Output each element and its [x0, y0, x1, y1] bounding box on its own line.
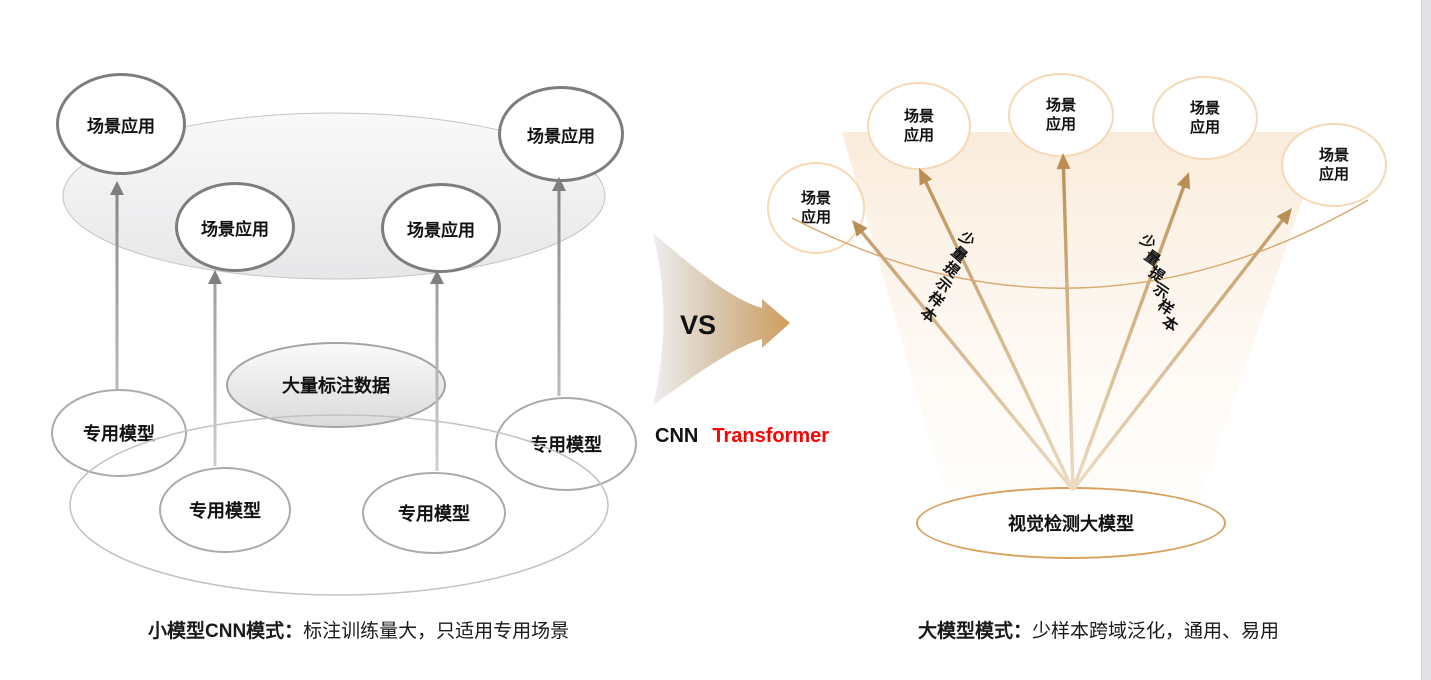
special-model-node: 专用模型 — [495, 397, 637, 491]
special-model-node: 专用模型 — [362, 472, 506, 554]
cnn-label: CNN — [655, 425, 699, 447]
scene-app-node: 场景应用 — [175, 182, 295, 272]
scene-app-node: 场景应用 — [381, 183, 501, 273]
few-shot-samples-label: 少量提示样本 — [1136, 230, 1181, 336]
special-model-label: 专用模型 — [530, 435, 602, 455]
scene-app-node: 场景应用 — [56, 73, 186, 175]
scene-app-label: 场景应用 — [527, 126, 595, 146]
scene-app-line1: 场景 — [903, 108, 934, 125]
right-caption: 大模型模式：少样本跨域泛化，通用、易用 — [918, 616, 1279, 643]
special-model-label: 专用模型 — [398, 504, 470, 524]
labeled-data-text: 大量标注数据 — [282, 376, 390, 396]
big-model-node: 视觉检测大模型 — [916, 487, 1226, 559]
model-comparison-row: CNN Transformer — [655, 425, 829, 448]
scene-app-node-right: 场景 应用 — [867, 82, 971, 170]
scene-app-line2: 应用 — [903, 127, 934, 144]
special-model-node: 专用模型 — [51, 389, 187, 477]
special-model-node: 专用模型 — [159, 467, 291, 553]
right-caption-text: 少样本跨域泛化，通用、易用 — [1032, 621, 1280, 642]
left-caption: 小模型CNN模式：标注训练量大，只适用专用场景 — [148, 616, 569, 643]
scene-app-label: 场景应用 — [407, 220, 475, 240]
vs-label: VS — [679, 309, 717, 340]
scene-app-line2: 应用 — [1189, 119, 1220, 136]
right-cone-fill — [842, 132, 1326, 519]
scene-app-node: 场景应用 — [498, 86, 624, 182]
scene-app-line2: 应用 — [1045, 116, 1076, 133]
scene-app-line1: 场景 — [1318, 147, 1349, 164]
scene-app-line2: 应用 — [1318, 166, 1349, 183]
transformer-label: Transformer — [712, 425, 830, 447]
left-caption-bold: 小模型CNN模式： — [148, 621, 304, 642]
scene-app-line2: 应用 — [800, 209, 831, 226]
scene-app-node-right: 场景 应用 — [1152, 76, 1258, 160]
scene-app-node-right: 场景 应用 — [1281, 123, 1387, 207]
right-caption-bold: 大模型模式： — [918, 621, 1033, 642]
special-model-label: 专用模型 — [189, 501, 261, 521]
scrollbar-track[interactable] — [1421, 0, 1431, 680]
scene-app-node-right: 场景 应用 — [1008, 73, 1114, 157]
big-model-label: 视觉检测大模型 — [1008, 514, 1134, 534]
scene-app-line1: 场景 — [1045, 97, 1076, 114]
scene-app-label: 场景应用 — [87, 116, 155, 136]
scene-app-label: 场景应用 — [201, 219, 269, 239]
tan-radiating-arrows — [858, 164, 1286, 492]
scene-app-line1: 场景 — [1189, 100, 1220, 117]
special-model-label: 专用模型 — [83, 424, 155, 444]
few-shot-samples-label: 少量提示样本 — [916, 228, 978, 327]
scene-app-node-right: 场景 应用 — [767, 162, 865, 254]
right-cone-rim-arc — [791, 199, 1369, 289]
left-caption-text: 标注训练量大，只适用专用场景 — [303, 621, 570, 642]
scene-app-line1: 场景 — [800, 190, 831, 207]
